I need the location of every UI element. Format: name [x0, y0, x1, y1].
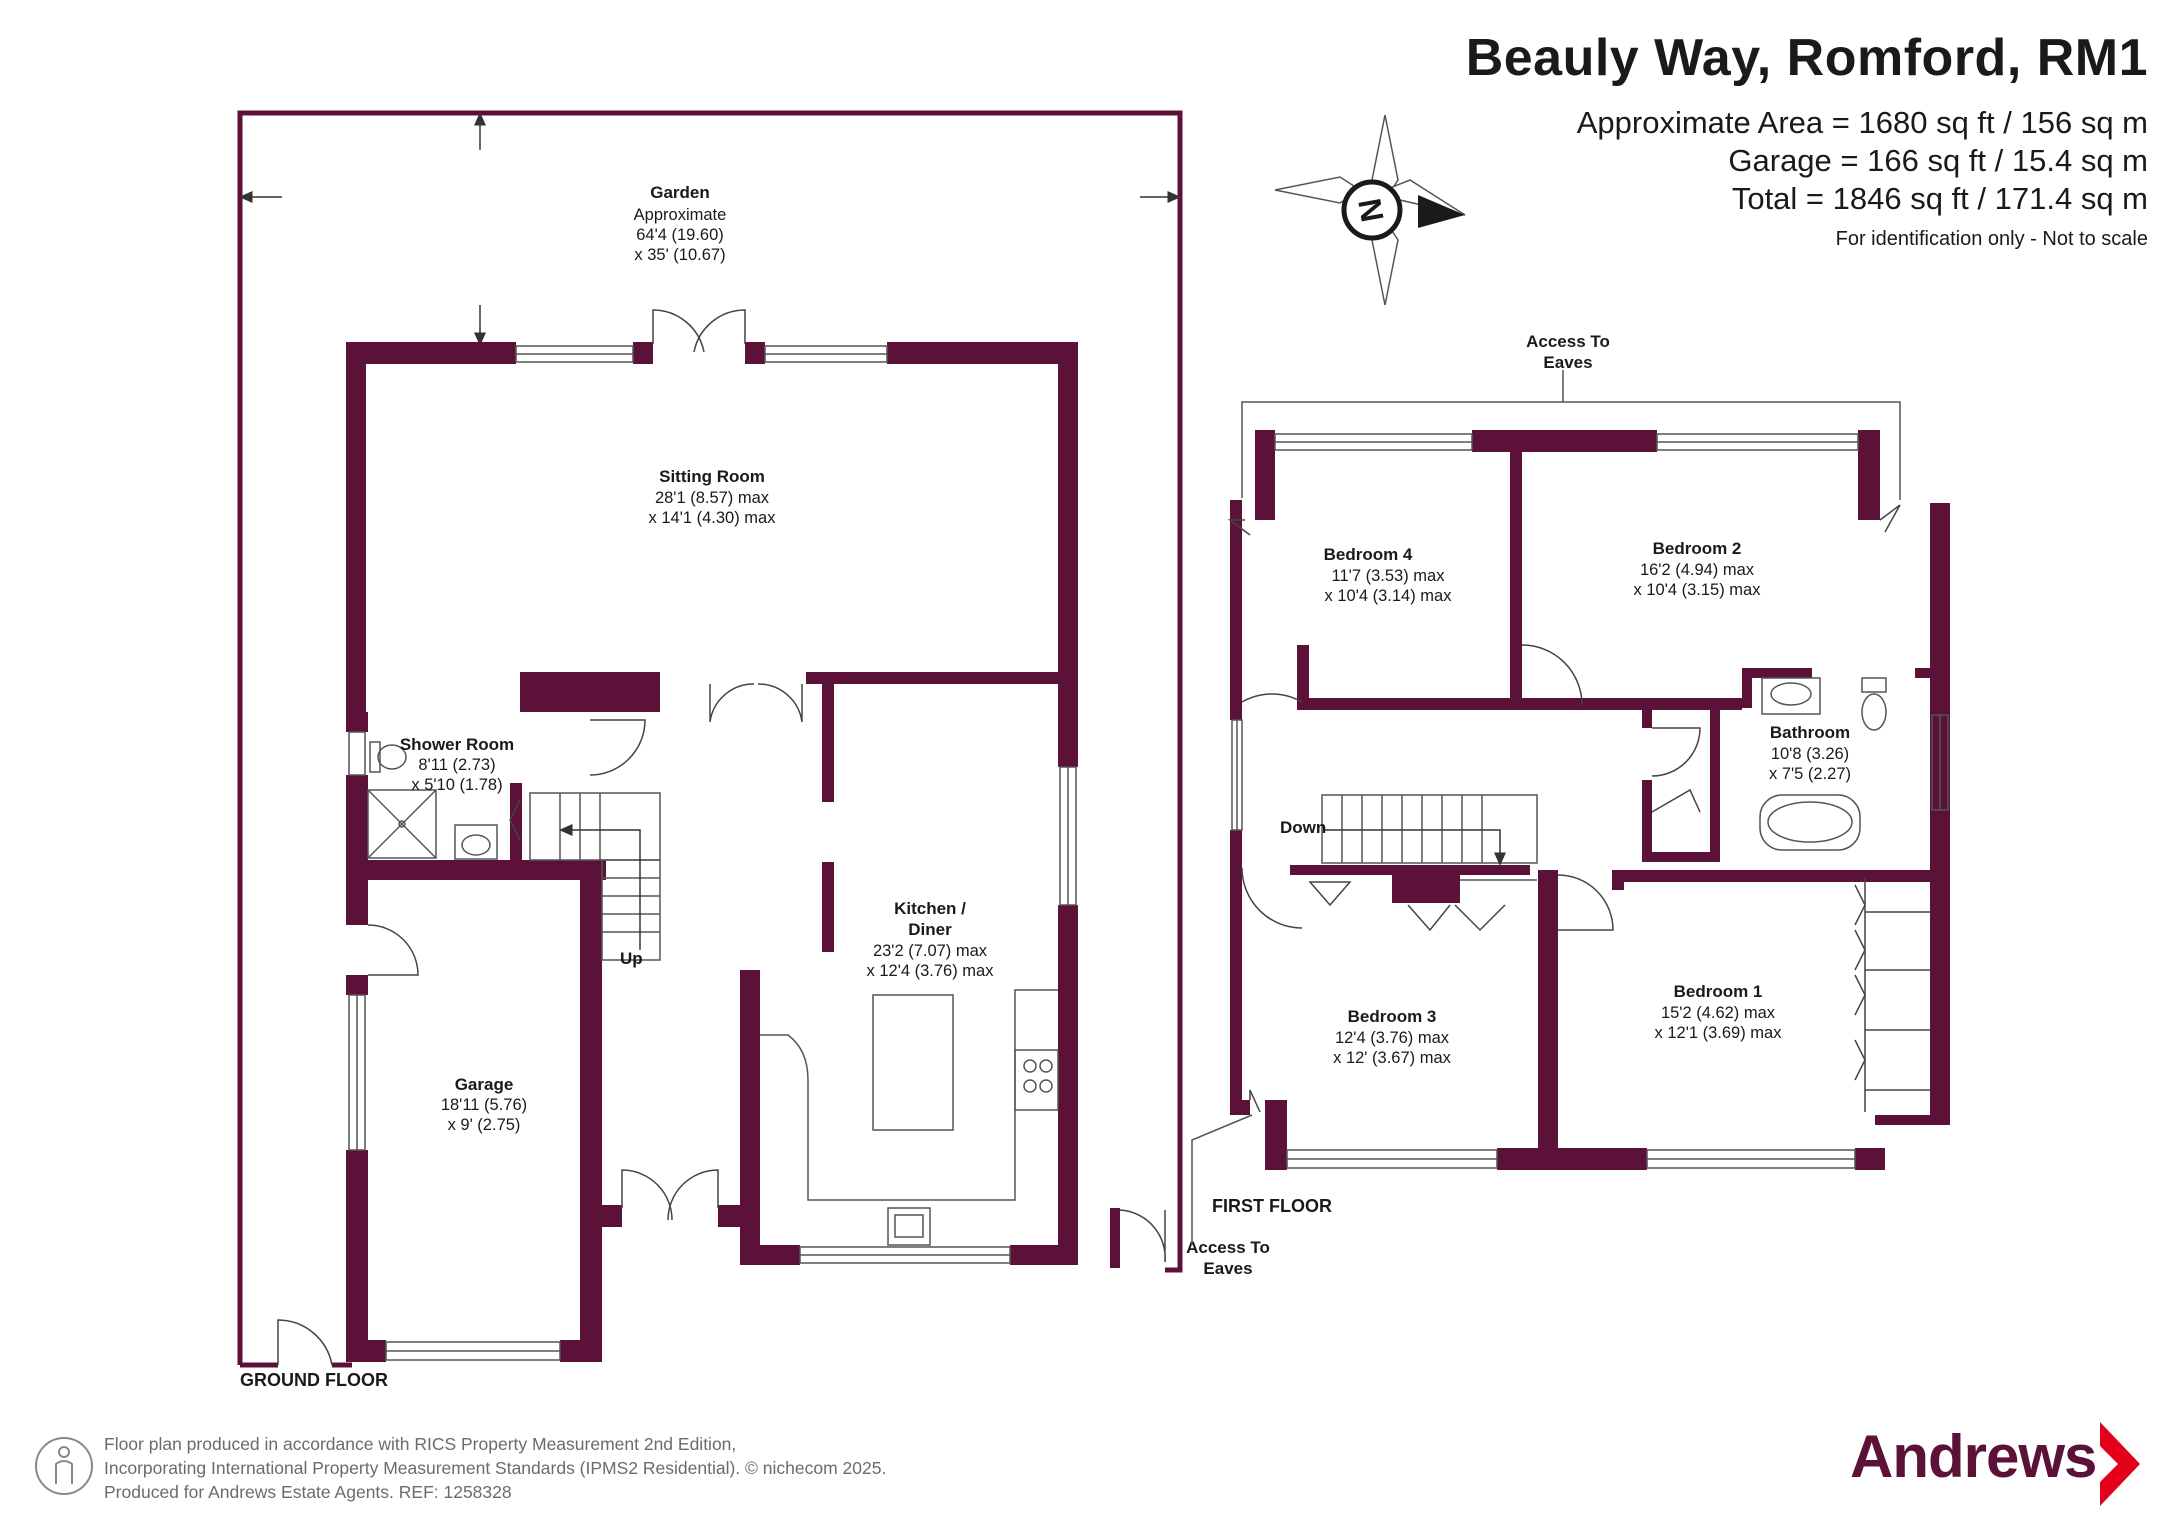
- bedroom2-dim-1: 16'2 (4.94) max: [1640, 561, 1755, 579]
- bedroom4-dim-2: x 10'4 (3.14) max: [1325, 587, 1453, 605]
- footer-line-1: Floor plan produced in accordance with R…: [104, 1434, 737, 1454]
- garden-approximate: Approximate: [634, 206, 727, 224]
- ground-floor-plan: Garden Approximate 64'4 (19.60) x 35' (1…: [237, 110, 1270, 1390]
- property-title: Beauly Way, Romford, RM1: [1465, 29, 2148, 87]
- garage-name: Garage: [455, 1075, 514, 1094]
- shower-room-dim-2: x 5'10 (1.78): [411, 776, 502, 794]
- bedroom4-name: Bedroom 4: [1324, 545, 1413, 564]
- garden-dim-1: 64'4 (19.60): [636, 226, 724, 244]
- sitting-room-dim-1: 28'1 (8.57) max: [655, 489, 770, 507]
- garden-dim-2: x 35' (10.67): [634, 246, 725, 264]
- compass-ring: [1341, 179, 1403, 241]
- footer-notes: Floor plan produced in accordance with R…: [104, 1432, 886, 1504]
- shower-room-name: Shower Room: [400, 735, 514, 754]
- ground-floor-label: GROUND FLOOR: [240, 1370, 388, 1390]
- kitchen-dim-2: x 12'4 (3.76) max: [867, 962, 995, 980]
- first-floor-stairs: [1321, 794, 1538, 881]
- ground-eaves-label-2: Eaves: [1203, 1259, 1252, 1278]
- stairs-up-label: Up: [620, 949, 643, 968]
- garden-boundary: [237, 110, 1183, 1365]
- shower-room-dim-1: 8'11 (2.73): [418, 756, 495, 774]
- bathroom-fixtures: [1759, 677, 1887, 851]
- logo-chevron-icon: [2100, 1422, 2140, 1506]
- first-floor-windows: [1231, 433, 1949, 1169]
- kitchen-name-2: Diner: [908, 920, 952, 939]
- bedroom1-dim-1: 15'2 (4.62) max: [1661, 1004, 1776, 1022]
- kitchen-name-1: Kitchen /: [894, 899, 966, 918]
- bedroom2-dim-2: x 10'4 (3.15) max: [1634, 581, 1762, 599]
- first-floor-doors: [1227, 504, 1930, 1113]
- bedroom4-dim-1: 11'7 (3.53) max: [1332, 567, 1446, 585]
- sitting-room-dim-2: x 14'1 (4.30) max: [649, 509, 777, 527]
- bathroom-dim-1: 10'8 (3.26): [1771, 745, 1849, 763]
- bedroom3-dim-1: 12'4 (3.76) max: [1335, 1029, 1450, 1047]
- compass: N: [1274, 114, 1466, 306]
- total-area: Total = 1846 sq ft / 171.4 sq m: [1731, 181, 2148, 216]
- identification-note: For identification only - Not to scale: [1835, 228, 2148, 250]
- sitting-room-name: Sitting Room: [659, 467, 765, 486]
- kitchen-dim-1: 23'2 (7.07) max: [873, 942, 988, 960]
- approximate-area: Approximate Area = 1680 sq ft / 156 sq m: [1576, 105, 2148, 140]
- footer-line-3: Produced for Andrews Estate Agents. REF:…: [104, 1482, 512, 1502]
- footer-line-2: Incorporating International Property Mea…: [104, 1458, 887, 1478]
- ground-floor-walls: [346, 342, 1120, 1362]
- ground-eaves-label-1: Access To: [1186, 1238, 1270, 1257]
- bedroom1-name: Bedroom 1: [1674, 982, 1763, 1001]
- ground-floor-stairs: [529, 792, 661, 961]
- garden-name: Garden: [650, 183, 710, 202]
- garage-area: Garage = 166 sq ft / 15.4 sq m: [1728, 143, 2148, 178]
- person-icon: [35, 1437, 93, 1495]
- bedroom3-name: Bedroom 3: [1348, 1007, 1437, 1026]
- first-floor-walls: [1230, 430, 1950, 1170]
- bathroom-name: Bathroom: [1770, 723, 1850, 742]
- ground-floor-doors: [277, 309, 1166, 1366]
- first-eaves-label-1: Access To: [1526, 332, 1610, 351]
- first-floor-plan: Bedroom 4 11'7 (3.53) max x 10'4 (3.14) …: [1191, 332, 1950, 1245]
- andrews-logo: Andrews: [1850, 1418, 2150, 1508]
- bathroom-dim-2: x 7'5 (2.27): [1769, 765, 1851, 783]
- bedroom1-dim-2: x 12'1 (3.69) max: [1655, 1024, 1783, 1042]
- bedroom2-name: Bedroom 2: [1653, 539, 1742, 558]
- kitchen-fixtures: [760, 989, 1059, 1246]
- garage-dim-2: x 9' (2.75): [448, 1116, 521, 1134]
- shower-room-fixtures: [367, 741, 498, 860]
- first-floor-label: FIRST FLOOR: [1212, 1196, 1332, 1216]
- garage-dim-1: 18'11 (5.76): [441, 1096, 527, 1114]
- bedroom3-dim-2: x 12' (3.67) max: [1333, 1049, 1452, 1067]
- stairs-down-label: Down: [1280, 818, 1326, 837]
- first-eaves-label-2: Eaves: [1543, 353, 1592, 372]
- ground-floor-windows: [348, 345, 1077, 1361]
- andrews-logo-text: Andrews: [1850, 1423, 2097, 1490]
